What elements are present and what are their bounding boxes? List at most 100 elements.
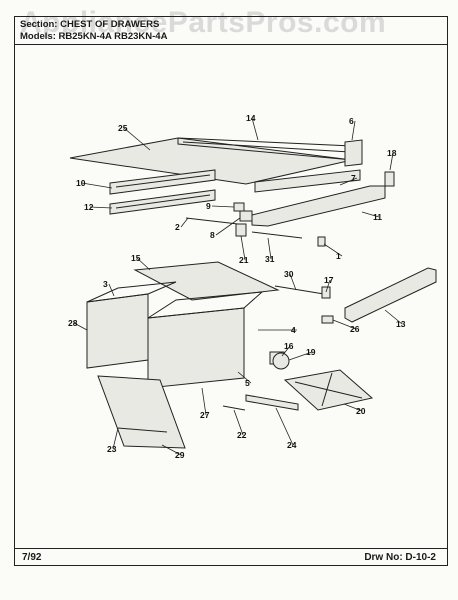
callout-leader-19 — [288, 351, 313, 361]
right-upper-rail — [254, 169, 361, 193]
part-callout-20: 20 — [356, 406, 366, 416]
fastener — [321, 315, 334, 324]
callout-leader-11 — [361, 211, 380, 218]
part-callout-11: 11 — [373, 212, 382, 222]
part-callout-8: 8 — [210, 230, 215, 240]
callout-leader-16 — [281, 345, 291, 357]
callout-leader-5 — [237, 371, 252, 384]
callout-leader-22 — [233, 409, 244, 436]
callout-leader-14 — [251, 117, 259, 141]
callout-leader-15 — [136, 257, 151, 271]
control-knob — [321, 286, 331, 299]
crisper-cover — [133, 261, 280, 301]
part-callout-5: 5 — [245, 378, 250, 388]
right-drawer-top — [147, 291, 264, 319]
callout-leader-10 — [81, 182, 113, 189]
retainer-clip — [317, 236, 326, 247]
part-callout-10: 10 — [76, 178, 86, 188]
left-upper-rail-groove — [115, 174, 211, 188]
callout-leader-12 — [89, 206, 113, 209]
spacer-block — [235, 223, 247, 237]
part-callout-14: 14 — [246, 113, 256, 123]
callout-leader-29 — [161, 444, 182, 456]
vent-grille — [245, 394, 299, 411]
bracket-small — [239, 210, 253, 222]
footer-divider — [14, 548, 448, 549]
page-date: 7/92 — [22, 552, 42, 563]
callout-leader-24 — [275, 407, 294, 446]
left-drawer — [86, 293, 149, 369]
diagram-frame — [14, 16, 448, 566]
part-callout-25: 25 — [118, 123, 128, 133]
part-callout-19: 19 — [306, 347, 316, 357]
part-callout-29: 29 — [175, 450, 185, 460]
shelf-frame-edge — [182, 141, 351, 153]
callout-leader-13 — [384, 309, 403, 325]
left-lower-rail-groove — [115, 194, 211, 209]
callout-leader-1 — [323, 243, 343, 257]
part-callout-3: 3 — [103, 279, 108, 289]
part-callout-30: 30 — [284, 269, 294, 279]
callout-leader-21 — [240, 235, 246, 261]
callout-leader-18 — [389, 152, 394, 171]
part-callout-1: 1 — [336, 251, 341, 261]
header-divider — [14, 44, 448, 45]
part-callout-26: 26 — [350, 324, 360, 334]
part-callout-7: 7 — [351, 173, 356, 183]
slide-stop — [233, 202, 245, 212]
models-title: Models: RB25KN-4A RB23KN-4A — [20, 31, 168, 42]
watermark: AppliancePartsPros.com — [20, 6, 387, 39]
callout-leader-28 — [73, 322, 88, 331]
part-callout-16: 16 — [284, 341, 294, 351]
callout-leader-27 — [201, 387, 207, 416]
drain-tray-cross-a — [294, 381, 363, 399]
callout-leader-31 — [267, 237, 272, 260]
part-callout-31: 31 — [265, 254, 275, 264]
callout-leader-3 — [108, 283, 115, 297]
callout-leader-25 — [123, 127, 151, 151]
support-rod — [185, 217, 239, 225]
round-cap — [272, 352, 290, 370]
small-clip — [384, 171, 395, 187]
part-callout-15: 15 — [131, 253, 141, 263]
callout-leader-30 — [289, 273, 297, 291]
callout-leader-9 — [211, 205, 235, 208]
right-lower-rail — [251, 185, 386, 227]
left-upper-rail — [109, 169, 216, 195]
part-callout-21: 21 — [239, 255, 249, 265]
part-callout-12: 12 — [84, 202, 94, 212]
callout-leader-7 — [339, 177, 358, 186]
side-support — [344, 267, 437, 323]
part-callout-24: 24 — [287, 440, 297, 450]
drawer-front-panel — [97, 375, 186, 449]
right-drawer — [147, 307, 245, 389]
drain-tray-cross-b — [321, 372, 333, 407]
callout-leader-6 — [351, 120, 356, 141]
part-callout-23: 23 — [107, 444, 117, 454]
cover-rod — [274, 285, 331, 296]
drawer-handle — [117, 427, 168, 433]
callout-leader-26 — [332, 319, 357, 330]
callout-leader-8 — [215, 217, 241, 236]
part-callout-2: 2 — [175, 222, 180, 232]
left-drawer-top — [86, 281, 177, 303]
tie-rod — [251, 231, 303, 239]
drawing-number: Drw No: D-10-2 — [364, 552, 436, 563]
part-callout-17: 17 — [324, 275, 334, 285]
part-callout-28: 28 — [68, 318, 78, 328]
callout-leader-20 — [343, 403, 363, 412]
callout-leader-17 — [325, 279, 331, 293]
callout-leader-23 — [112, 427, 119, 450]
part-callout-22: 22 — [237, 430, 247, 440]
part-callout-27: 27 — [200, 410, 210, 420]
part-callout-13: 13 — [396, 319, 406, 329]
section-title: Section: CHEST OF DRAWERS — [20, 19, 160, 30]
corner-bracket — [344, 139, 363, 167]
trim-strip — [222, 405, 246, 411]
part-callout-9: 9 — [206, 201, 211, 211]
part-callout-6: 6 — [349, 116, 354, 126]
part-callout-18: 18 — [387, 148, 397, 158]
callout-leader-2 — [180, 217, 189, 228]
